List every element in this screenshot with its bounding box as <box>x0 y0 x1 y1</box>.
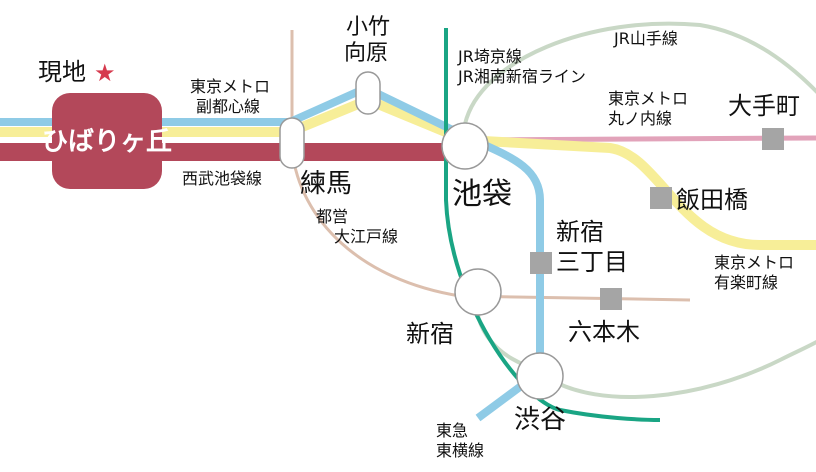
roppongi-label: 六本木 <box>568 318 640 346</box>
ikebukuro-label: 池袋 <box>452 177 512 212</box>
kotake-mukaihara-station-node <box>355 71 381 115</box>
toyoko-label-1: 東急 <box>436 421 468 440</box>
oedo-label-1: 都営 <box>316 207 348 226</box>
iidabashi-station-square <box>650 187 672 209</box>
star-icon: ★ <box>94 59 116 87</box>
shibuya-station-node <box>516 352 564 400</box>
otemachi-label: 大手町 <box>728 92 800 120</box>
shinjuku-station-node <box>454 268 502 316</box>
yamanote-label: JR山手線 <box>613 29 678 48</box>
shinjuku-label: 新宿 <box>406 320 454 348</box>
shinjuku-sanchome-station-square <box>530 252 552 274</box>
saikyo-label-1: JR埼京線 <box>457 47 522 66</box>
ikebukuro-station-node <box>441 122 489 170</box>
nerima-label: 練馬 <box>300 169 352 199</box>
yurakucho-label-2: 有楽町線 <box>714 273 778 292</box>
otemachi-station-square <box>762 128 784 150</box>
marunouchi-label-2: 丸ノ内線 <box>608 109 672 128</box>
yurakucho-line <box>0 94 816 250</box>
shinjuku-sanchome-label-1: 新宿 <box>556 218 604 246</box>
nerima-station-node <box>279 117 305 169</box>
home-station-box <box>52 93 162 189</box>
oedo-label-2: 大江戸線 <box>334 227 398 246</box>
fukutoshin-label-1: 東京メトロ <box>190 77 270 96</box>
roppongi-station-square <box>600 288 622 310</box>
shibuya-label: 渋谷 <box>514 405 566 435</box>
seibu-ikebukuro-label: 西武池袋線 <box>182 169 262 188</box>
fukutoshin-label-2: 副都心線 <box>196 97 260 116</box>
kotake-mukaihara-label-2: 向原 <box>344 41 388 66</box>
saikyo-label-2: JR湘南新宿ライン <box>457 67 586 86</box>
saikyo-line <box>444 28 661 422</box>
home-station-label: ひばりヶ丘 <box>42 127 172 157</box>
iidabashi-label: 飯田橋 <box>676 186 748 214</box>
kotake-mukaihara-label-1: 小竹 <box>346 15 390 40</box>
shinjuku-sanchome-label-2: 三丁目 <box>556 248 628 276</box>
toyoko-label-2: 東横線 <box>436 441 484 460</box>
current-location-label: 現地 <box>38 58 86 86</box>
yurakucho-label-1: 東京メトロ <box>714 253 794 272</box>
marunouchi-label-1: 東京メトロ <box>608 89 688 108</box>
